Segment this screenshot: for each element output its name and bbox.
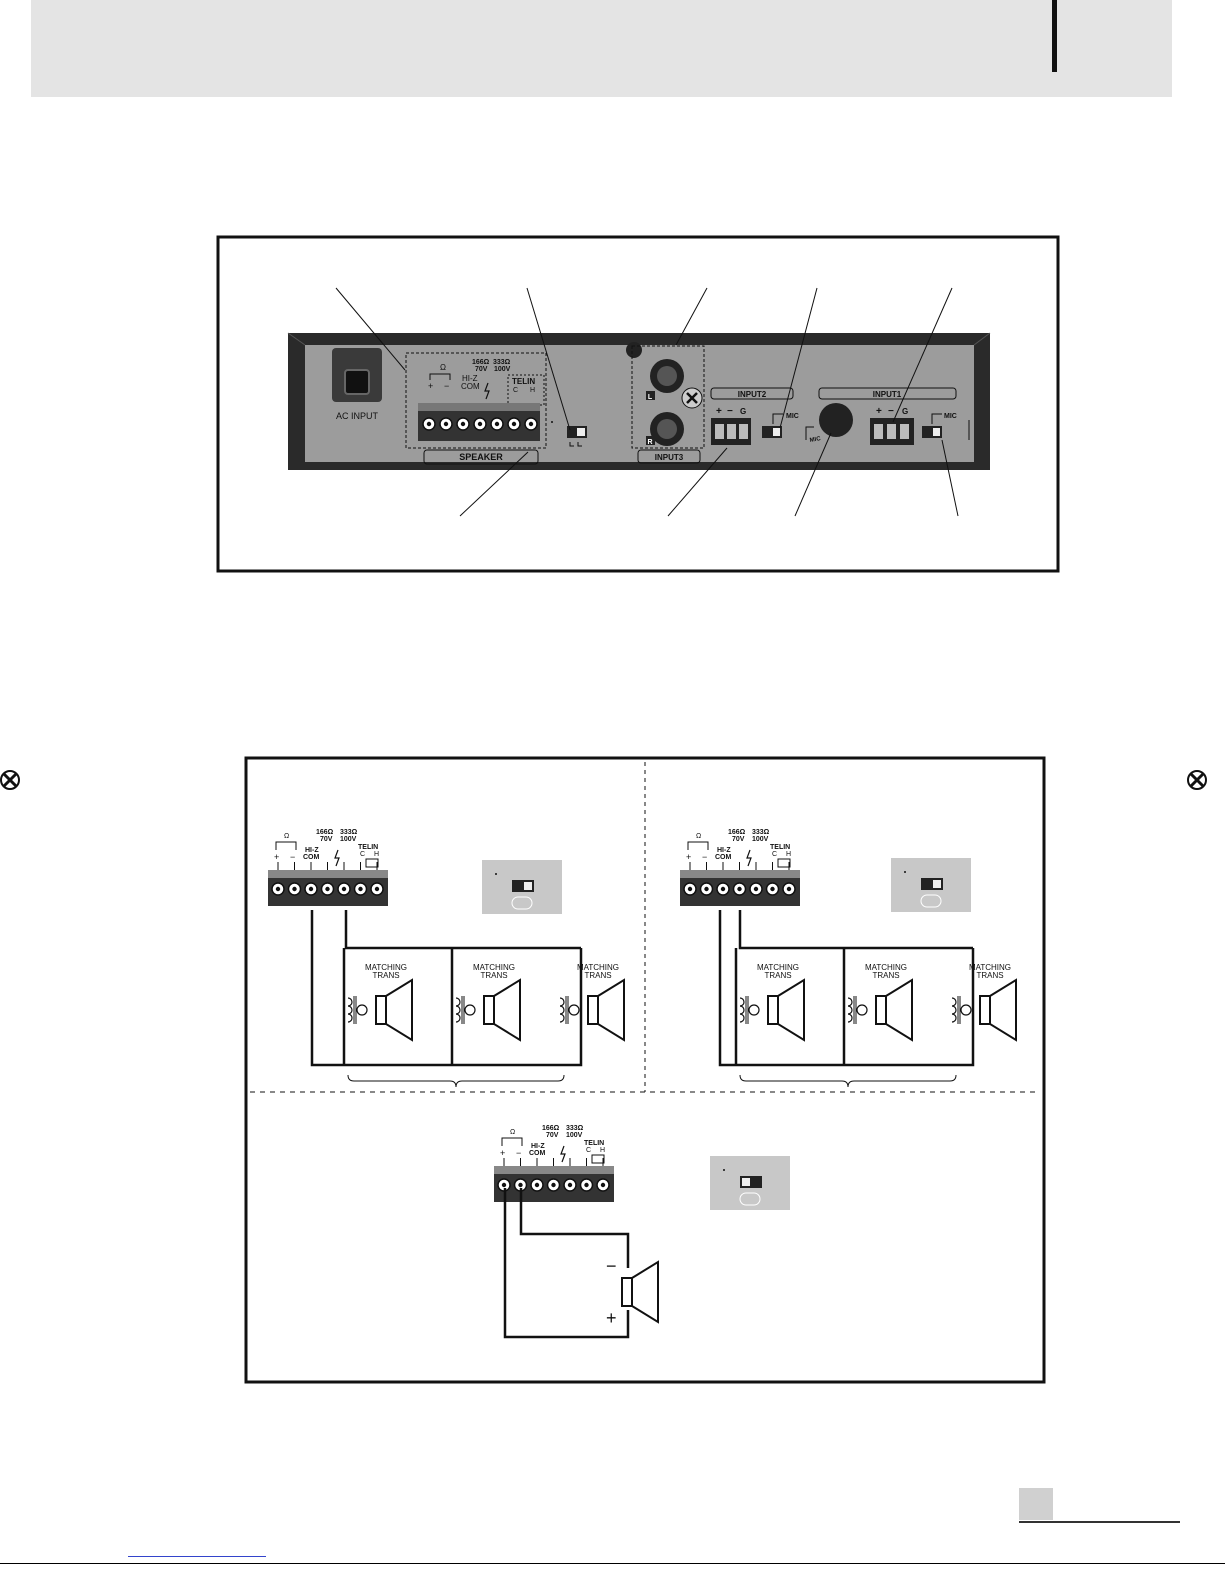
header-tab-marker: [1052, 0, 1057, 72]
com-label: COM: [461, 382, 480, 391]
matching-line1-label: MATCHING: [365, 963, 407, 972]
minus-label: −: [727, 406, 733, 417]
com-label: COM: [529, 1150, 546, 1157]
minus-label: −: [888, 406, 894, 417]
matching-line2-label: TRANS: [480, 971, 507, 980]
plus-label: +: [716, 406, 722, 417]
footer-link-underline: [128, 1556, 266, 1557]
hiz-label: HI-Z: [462, 374, 478, 383]
mic-label-label: MIC: [809, 436, 822, 444]
speaker-terminal-box: [405, 352, 547, 449]
speaker-minus-label: −: [606, 1256, 617, 1276]
ac-input-label: AC INPUT: [336, 411, 379, 421]
matching-line1-label: MATCHING: [865, 963, 907, 972]
input2-label: INPUT2: [738, 390, 767, 399]
plus-label: +: [500, 1148, 505, 1158]
h-label: H: [600, 1147, 605, 1154]
v70-label: 70V: [475, 366, 488, 373]
plus-label: +: [686, 852, 691, 862]
ohm-label: Ω: [510, 1129, 515, 1136]
minus-label: −: [516, 1148, 521, 1158]
c-label: C: [772, 851, 777, 858]
v100-label: 100V: [566, 1132, 583, 1139]
matching-line2-label: TRANS: [584, 971, 611, 980]
minus-label: −: [290, 852, 295, 862]
hiz-label: HI-Z: [305, 847, 319, 854]
jack-left-label: L: [648, 394, 653, 401]
c-label: C: [360, 851, 365, 858]
v70-label: 70V: [320, 836, 333, 843]
ohm333-label: 333Ω: [566, 1125, 584, 1132]
matching-line1-label: MATCHING: [577, 963, 619, 972]
v70-label: 70V: [732, 836, 745, 843]
ohm333-label: 333Ω: [340, 829, 358, 836]
matching-line2-label: TRANS: [764, 971, 791, 980]
page-bottom-rule: [0, 1563, 1225, 1564]
page-number-box: [1019, 1488, 1053, 1520]
matching-line2-label: TRANS: [372, 971, 399, 980]
plus-label: +: [876, 406, 882, 417]
matching-line1-label: MATCHING: [757, 963, 799, 972]
rear-panel-figure: AC INPUT Ω + − HI-Z COM 166Ω 70V 333Ω 10…: [216, 235, 1060, 573]
telin-label: TELIN: [358, 844, 378, 851]
ohm166-label: 166Ω: [542, 1125, 560, 1132]
v70-label: 70V: [546, 1132, 559, 1139]
ohm333-label: 333Ω: [752, 829, 770, 836]
matching-line2-label: TRANS: [872, 971, 899, 980]
speaker-label: SPEAKER: [459, 452, 503, 462]
minus-label: −: [444, 381, 449, 391]
h-label: H: [374, 851, 379, 858]
plus-label: +: [428, 381, 433, 391]
matching-line2-label: TRANS: [976, 971, 1003, 980]
registration-mark-left: [0, 770, 20, 790]
ohm-label: Ω: [440, 363, 446, 372]
input1-label: INPUT1: [873, 390, 902, 399]
minus-label: −: [702, 852, 707, 862]
hiz-label: HI-Z: [717, 847, 731, 854]
ohm166-label: 166Ω: [728, 829, 746, 836]
c-label: C: [586, 1147, 591, 1154]
ohm166-label: 166Ω: [316, 829, 334, 836]
telin-label: TELIN: [584, 1140, 604, 1147]
input3-label: INPUT3: [655, 453, 684, 462]
g-label: G: [740, 407, 746, 416]
c-label: C: [513, 387, 518, 394]
matching-line1-label: MATCHING: [969, 963, 1011, 972]
page-footer-rule: [1019, 1521, 1180, 1523]
com-label: COM: [715, 854, 732, 861]
v100-label: 100V: [340, 836, 357, 843]
header-band: [31, 0, 1172, 97]
matching-line1-label: MATCHING: [473, 963, 515, 972]
ground-screw: [626, 342, 642, 358]
input3-box: [631, 345, 705, 449]
mic-label-label: MIC: [944, 413, 957, 420]
mic-label-label: MIC: [786, 413, 799, 420]
v100-label: 100V: [752, 836, 769, 843]
ohm333-label: 333Ω: [493, 359, 511, 366]
h-label: H: [530, 387, 535, 394]
v100-label: 100V: [494, 366, 511, 373]
ohm166-label: 166Ω: [472, 359, 490, 366]
telin-label: TELIN: [512, 377, 535, 386]
hiz-label: HI-Z: [531, 1143, 545, 1150]
h-label: H: [786, 851, 791, 858]
registration-mark-right: [1187, 770, 1207, 790]
jack-right-label: R: [647, 439, 652, 446]
com-label: COM: [303, 854, 320, 861]
ohm-label: Ω: [284, 833, 289, 840]
speaker-plus-label: +: [606, 1308, 617, 1328]
telin-label: TELIN: [770, 844, 790, 851]
callout-lines: [335, 287, 959, 517]
ohm-label: Ω: [696, 833, 701, 840]
plus-label: +: [274, 852, 279, 862]
mic-jack: [819, 403, 853, 437]
g-label: G: [902, 407, 908, 416]
